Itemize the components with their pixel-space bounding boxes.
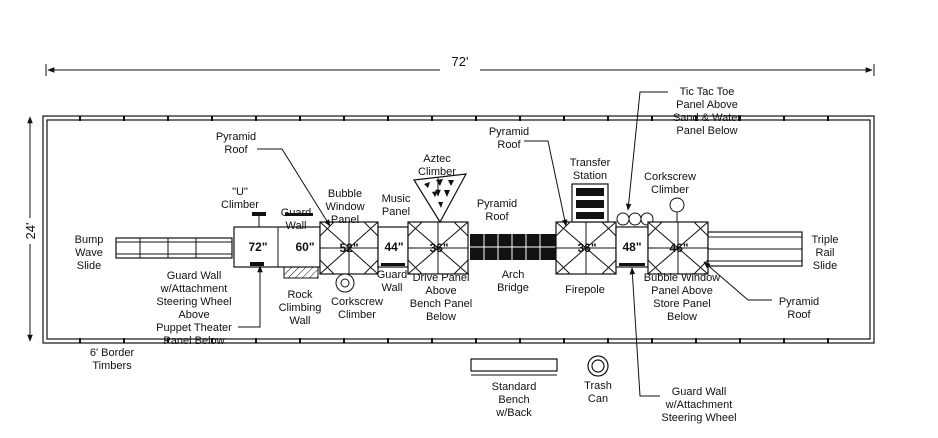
u-climber-label: "U"Climber	[221, 186, 259, 211]
width-dimension: 24'	[22, 116, 38, 342]
border-ticks	[79, 116, 829, 343]
deck-52	[319, 221, 379, 275]
aztec-climber-element	[412, 173, 468, 224]
standard-bench-element	[470, 358, 558, 376]
deck-44	[377, 226, 409, 268]
deck-36-left-label: 36"	[429, 241, 448, 255]
deck-48	[615, 212, 654, 268]
deck-48-label: 48"	[622, 240, 641, 254]
rock-climbing-wall-element	[283, 266, 319, 279]
trash-can-element	[587, 355, 609, 377]
deck-72-60	[233, 212, 321, 268]
length-dimension: 72'	[45, 54, 875, 76]
deck-72-label: 72"	[248, 240, 267, 254]
corkscrew-climber-bottom-element	[335, 273, 355, 293]
deck-46-label: 46"	[669, 241, 688, 255]
corkscrew-climber-top-element	[669, 197, 685, 222]
deck-36-right-label: 36"	[577, 241, 596, 255]
border-timbers	[42, 115, 875, 344]
length-label: 72'	[452, 54, 469, 69]
firepole-label: Firepole	[565, 284, 605, 296]
leader-lines	[238, 91, 772, 397]
deck-52-label: 52"	[339, 241, 358, 255]
arch-bridge-element	[470, 234, 556, 260]
deck-60-label: 60"	[295, 240, 314, 254]
deck-44-label: 44"	[384, 240, 403, 254]
width-label: 24'	[23, 223, 38, 240]
bump-wave-slide	[115, 237, 233, 259]
deck-36-left	[407, 221, 469, 275]
triple-rail-slide	[707, 231, 803, 267]
transfer-station-element	[571, 183, 609, 223]
